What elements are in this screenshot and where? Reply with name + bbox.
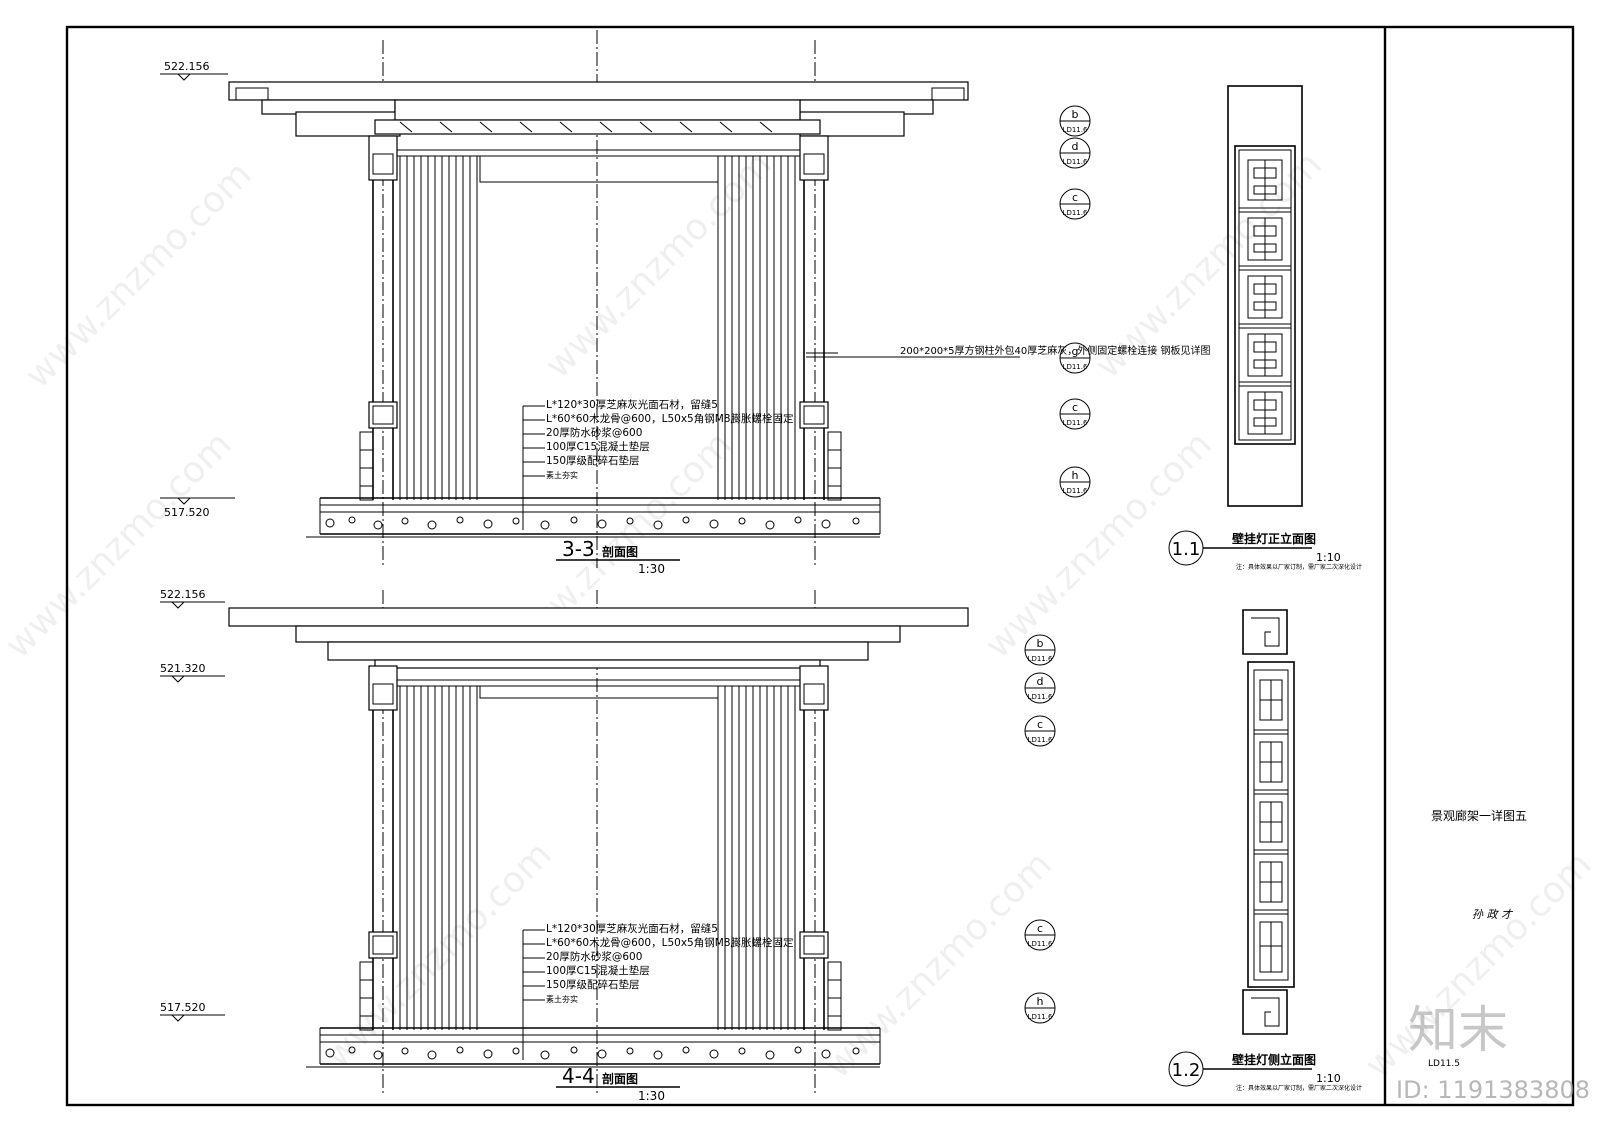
svg-text:c: c: [1037, 922, 1043, 935]
layer-note: L*60*60木龙骨@600，L50x5角钢M8膨胀螺栓固定: [546, 412, 794, 425]
svg-text:LD11.6: LD11.6: [1063, 126, 1088, 134]
svg-text:d: d: [1037, 675, 1044, 688]
svg-text:c: c: [1072, 401, 1078, 414]
detail-title: 壁挂灯正立面图: [1232, 531, 1316, 546]
layer-note: 20厚防水砂浆@600: [546, 950, 642, 963]
detail-1-1-callout: [1168, 530, 1312, 566]
svg-text:LD11.6: LD11.6: [1063, 158, 1088, 166]
detail-title: 壁挂灯侧立面图: [1232, 1052, 1316, 1067]
detail-marker: c LD11.6: [1059, 398, 1091, 430]
designer-signature: 孙 政 才: [1472, 908, 1514, 921]
detail-1-2-callout: [1168, 1051, 1312, 1087]
section-title-number: 4-4: [562, 1064, 595, 1088]
detail-note: 注：具体效果以厂家订制，需厂家二次深化设计: [1236, 1084, 1362, 1092]
layer-note: L*60*60木龙骨@600，L50x5角钢M8膨胀螺栓固定: [546, 936, 794, 949]
svg-text:LD11.6: LD11.6: [1028, 693, 1053, 701]
section-4-4-drawing: [160, 590, 969, 1095]
section-scale: 1:30: [638, 562, 665, 576]
section-3-3-drawing: 522.156: [160, 30, 1210, 568]
section-title-number: 3-3: [562, 537, 595, 561]
layer-note: 素土夯实: [546, 994, 578, 1004]
image-id-label: ID: 1191383808: [1396, 1076, 1590, 1104]
svg-text:c: c: [1037, 718, 1043, 731]
svg-text:h: h: [1072, 469, 1079, 482]
detail-marker: h LD11.6: [1024, 992, 1056, 1024]
svg-text:b: b: [1072, 108, 1079, 121]
detail-marker: g LD11.6: [1059, 342, 1091, 374]
layer-note: L*120*30厚芝麻灰光面石材，留缝5: [546, 922, 718, 935]
svg-text:LD11.6: LD11.6: [1063, 487, 1088, 495]
layer-note: 100厚C15混凝土垫层: [546, 964, 650, 977]
wall-lamp-front-elevation: [1227, 85, 1303, 507]
svg-text:LD11.6: LD11.6: [1028, 736, 1053, 744]
detail-number: 1.2: [1172, 1060, 1201, 1081]
svg-text:b: b: [1037, 637, 1044, 650]
detail-scale: 1:10: [1316, 1072, 1341, 1085]
detail-marker: h LD11.6: [1059, 466, 1091, 498]
section-title-suffix: 剖面图: [602, 1071, 638, 1086]
svg-text:LD11.6: LD11.6: [1028, 1013, 1053, 1021]
svg-text:LD11.6: LD11.6: [1063, 209, 1088, 217]
elevation-bottom-label: 517.520: [160, 1001, 206, 1014]
column-callout: 200*200*5厚方钢柱外包40厚芝麻灰，外侧固定螺栓连接 钢板见详图: [900, 344, 1210, 357]
sheet-border: [65, 25, 1575, 1107]
detail-note: 注：具体效果以厂家订制，需厂家二次深化设计: [1236, 563, 1362, 571]
sheet-title: 景观廊架一详图五: [1431, 808, 1527, 823]
watermark-text: www.znzmo.com: [0, 424, 240, 666]
watermark-text: www.znzmo.com: [537, 144, 779, 386]
detail-marker: b LD11.6: [1024, 634, 1056, 666]
watermark-text: www.znzmo.com: [17, 154, 259, 396]
wall-lamp-side-elevation: [1242, 609, 1295, 1035]
section-scale: 1:30: [638, 1089, 665, 1103]
elevation-top-label: 522.156: [160, 588, 206, 601]
detail-marker: d LD11.6: [1059, 137, 1091, 169]
detail-number: 1.1: [1172, 539, 1201, 560]
layer-note: L*120*30厚芝麻灰光面石材，留缝5: [546, 398, 718, 411]
svg-text:LD11.6: LD11.6: [1063, 419, 1088, 427]
brand-watermark: 知末: [1408, 1001, 1508, 1059]
section-title-suffix: 剖面图: [602, 544, 638, 559]
detail-marker: b LD11.6: [1059, 105, 1091, 137]
detail-marker: d LD11.6: [1024, 672, 1056, 704]
layer-note: 20厚防水砂浆@600: [546, 426, 642, 439]
detail-marker: c LD11.6: [1024, 715, 1056, 747]
elevation-bottom-label: 517.520: [164, 506, 210, 519]
layer-note: 100厚C15混凝土垫层: [546, 440, 650, 453]
elevation-top-label: 522.156: [164, 60, 210, 73]
detail-marker: c LD11.6: [1024, 919, 1056, 951]
svg-text:d: d: [1072, 140, 1079, 153]
elevation-mid-label: 521.320: [160, 662, 206, 675]
layer-note: 素土夯实: [546, 470, 578, 480]
drawing-code: LD11.5: [1428, 1059, 1460, 1069]
svg-text:LD11.6: LD11.6: [1028, 940, 1053, 948]
svg-text:g: g: [1072, 345, 1079, 358]
svg-text:LD11.6: LD11.6: [1028, 655, 1053, 663]
svg-text:c: c: [1072, 191, 1078, 204]
layer-note: 150厚级配碎石垫层: [546, 454, 640, 467]
detail-scale: 1:10: [1316, 551, 1341, 564]
svg-text:LD11.6: LD11.6: [1063, 363, 1088, 371]
detail-marker: c LD11.6: [1059, 188, 1091, 220]
layer-note: 150厚级配碎石垫层: [546, 978, 640, 991]
svg-text:h: h: [1037, 995, 1044, 1008]
watermark-text: www.znzmo.com: [817, 844, 1059, 1086]
